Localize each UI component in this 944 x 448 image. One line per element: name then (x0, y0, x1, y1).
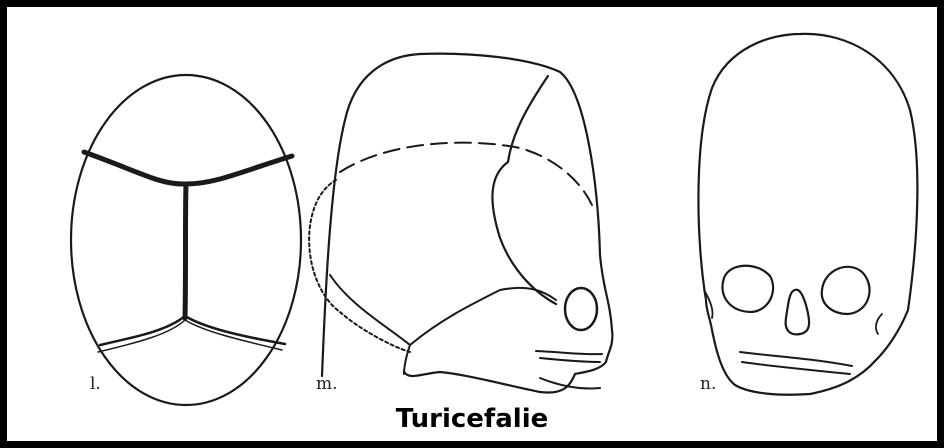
figure-label-n: n. (700, 374, 716, 394)
figure-caption: Turicefalie (0, 404, 944, 434)
sagittal-suture (185, 184, 186, 318)
lambdoid-suture-right (185, 316, 285, 344)
skull-side-view (309, 54, 612, 393)
jaw-line (536, 351, 602, 362)
ear-opening (565, 288, 597, 330)
figure-label-m: m. (316, 374, 338, 394)
figure-label-l: l. (90, 374, 101, 394)
left-eye-socket (722, 266, 773, 312)
coronal-line (492, 76, 556, 304)
nasal-cavity (786, 290, 809, 335)
right-cheek-mark (876, 314, 882, 334)
parietal-suture (330, 275, 556, 345)
skull-top-view (71, 75, 301, 405)
lambdoid-suture-right-2 (185, 320, 282, 350)
skull-side-outline (322, 54, 612, 393)
original-skull-dashed (340, 143, 592, 205)
right-eye-socket (822, 267, 870, 314)
skull-front-outline (698, 34, 917, 395)
coronal-suture (84, 152, 292, 184)
skull-front-view (698, 34, 917, 395)
